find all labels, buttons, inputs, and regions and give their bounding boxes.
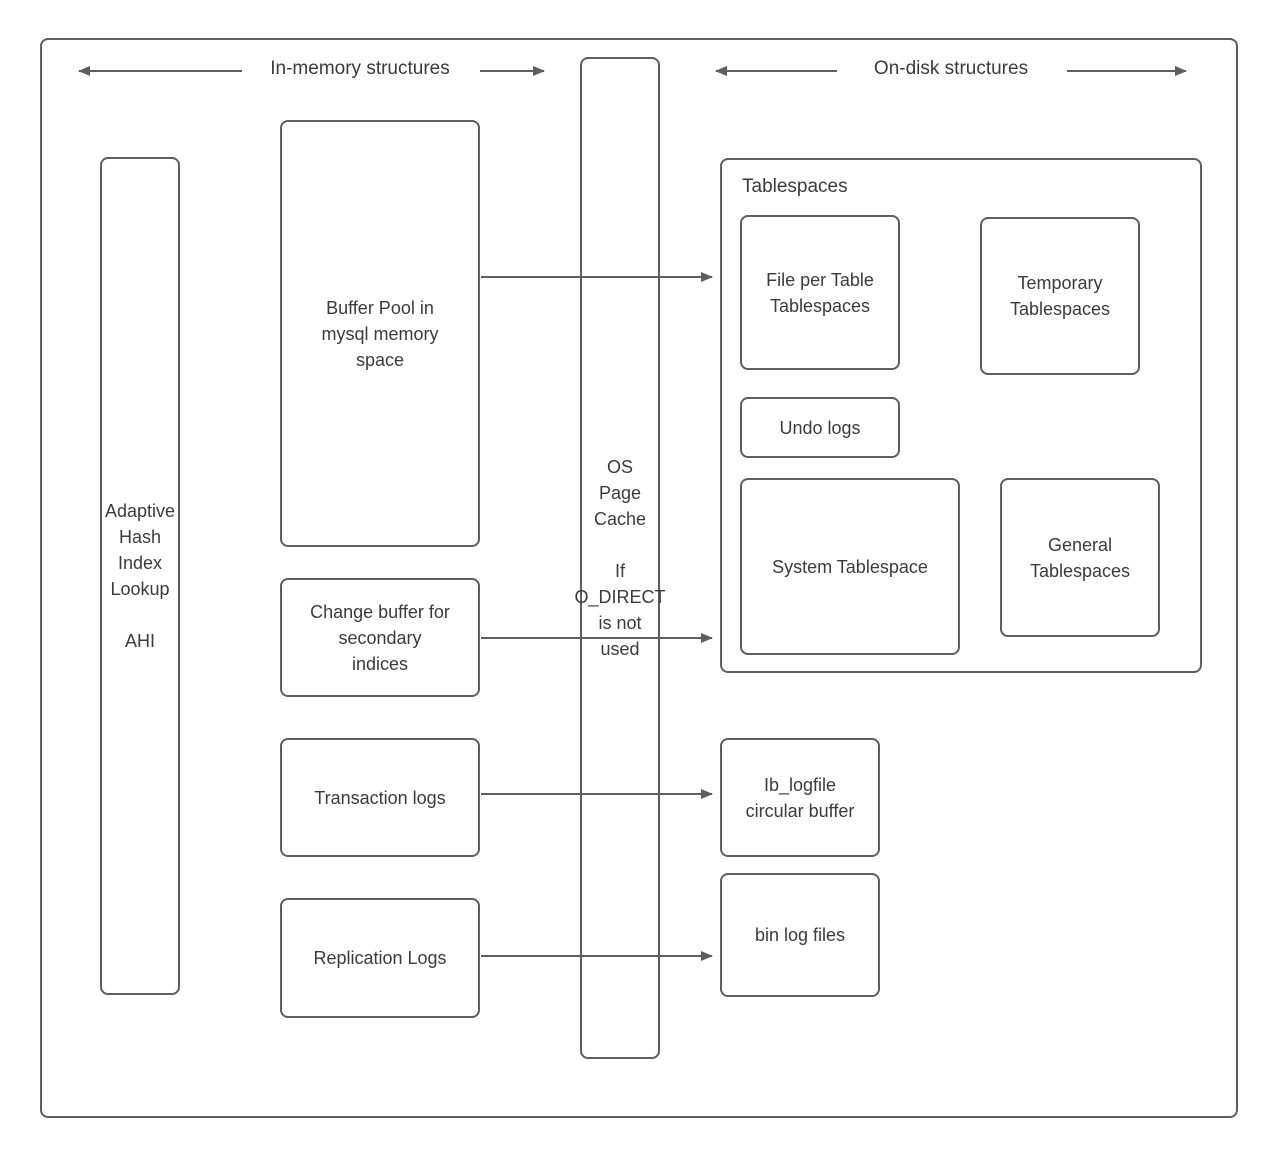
file-per-table-tablespaces-label: File per Table Tablespaces <box>766 269 874 316</box>
transaction-logs-label: Transaction logs <box>314 787 446 808</box>
node-os-page-cache: OS Page Cache If O_DIRECT is not used <box>574 57 666 1059</box>
node-general-tablespaces: General Tablespaces <box>1000 478 1160 637</box>
node-file-per-table-tablespaces: File per Table Tablespaces <box>740 215 900 370</box>
node-temporary-tablespaces: Temporary Tablespaces <box>980 217 1140 375</box>
node-ib-logfile-circular-buffer: Ib_logfile circular buffer <box>720 738 880 857</box>
os-page-cache-condition-label: If O_DIRECT is not used <box>574 561 666 659</box>
node-change-buffer: Change buffer for secondary indices <box>280 578 480 697</box>
tablespaces-group-title: Tablespaces <box>742 176 848 197</box>
adaptive-hash-index-label: Adaptive Hash Index Lookup <box>104 501 176 599</box>
buffer-pool-label: Buffer Pool in mysql memory space <box>321 297 439 370</box>
ahi-abbreviation-label: AHI <box>124 631 155 651</box>
node-bin-log-files: bin log files <box>720 873 880 997</box>
ib-logfile-label: Ib_logfile circular buffer <box>745 774 855 821</box>
replication-logs-label: Replication Logs <box>313 948 447 968</box>
undo-logs-label: Undo logs <box>779 417 861 438</box>
os-page-cache-label: OS Page Cache <box>593 457 647 529</box>
header-on-disk-structures: On-disk structures <box>873 58 1029 79</box>
header-in-memory-structures: In-memory structures <box>270 58 450 79</box>
node-buffer-pool: Buffer Pool in mysql memory space <box>280 120 480 547</box>
system-tablespace-label: System Tablespace <box>772 556 928 577</box>
node-undo-logs: Undo logs <box>740 397 900 458</box>
node-adaptive-hash-index: Adaptive Hash Index Lookup AHI <box>100 157 180 995</box>
change-buffer-label: Change buffer for secondary indices <box>310 601 450 674</box>
temporary-tablespaces-label: Temporary Tablespaces <box>1009 273 1111 319</box>
node-transaction-logs: Transaction logs <box>280 738 480 857</box>
general-tablespaces-label: General Tablespaces <box>1029 534 1131 581</box>
node-replication-logs: Replication Logs <box>280 898 480 1018</box>
node-system-tablespace: System Tablespace <box>740 478 960 655</box>
bin-log-files-label: bin log files <box>754 925 846 945</box>
